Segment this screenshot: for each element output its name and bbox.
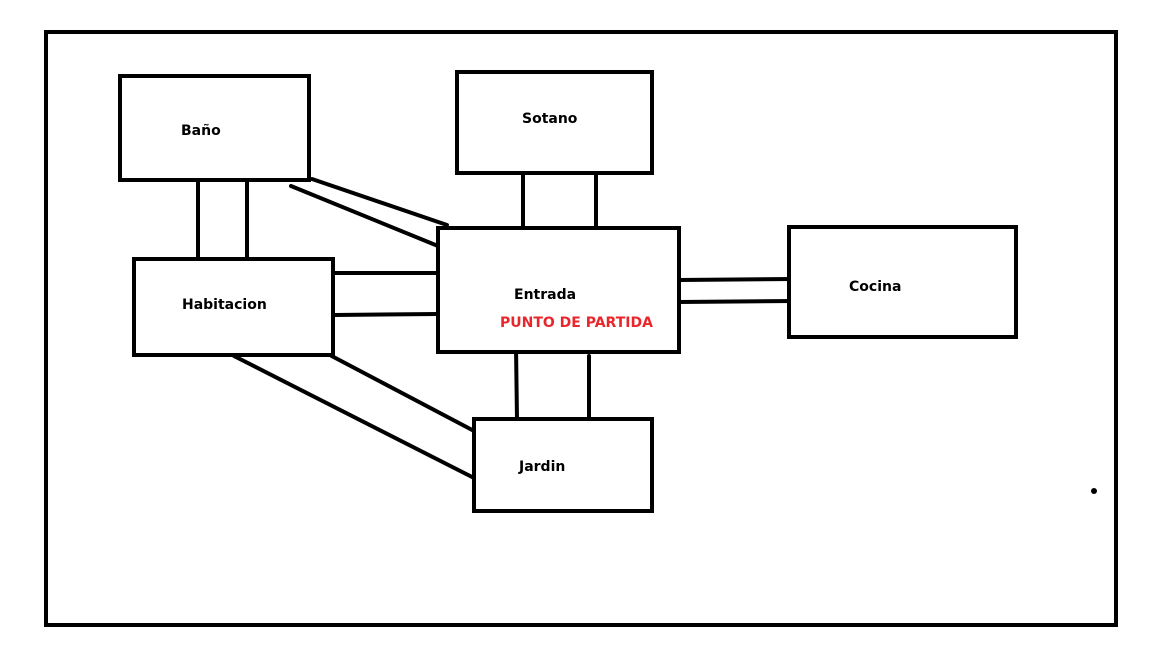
room-cocina: Cocina xyxy=(787,225,1018,339)
room-label-habitacion: Habitacion xyxy=(182,297,267,313)
connection-bano-entrada xyxy=(289,177,449,248)
room-label-cocina: Cocina xyxy=(849,279,901,295)
connection-entrada-cocina xyxy=(677,277,796,304)
room-box xyxy=(118,74,311,182)
room-sotano: Sotano xyxy=(455,70,654,175)
room-entrada: Entrada PUNTO DE PARTIDA xyxy=(436,226,681,354)
start-point-label: PUNTO DE PARTIDA xyxy=(500,315,653,331)
room-label-jardin: Jardin xyxy=(518,459,565,475)
room-habitacion: Habitacion xyxy=(132,257,335,357)
room-label-bano: Baño xyxy=(181,123,221,139)
stray-dot xyxy=(1091,488,1097,494)
room-label-entrada: Entrada xyxy=(514,287,576,303)
room-bano: Baño xyxy=(118,74,311,182)
room-jardin: Jardin xyxy=(472,417,654,513)
room-box xyxy=(132,257,335,357)
connection-habitacion-entrada xyxy=(329,271,445,317)
room-box xyxy=(455,70,654,175)
room-box xyxy=(472,417,654,513)
connection-sotano-entrada xyxy=(521,166,598,230)
room-box xyxy=(436,226,681,354)
room-label-sotano: Sotano xyxy=(522,111,578,127)
room-box xyxy=(787,225,1018,339)
connection-habitacion-jardin xyxy=(232,351,478,481)
connections xyxy=(196,166,796,481)
connection-entrada-jardin xyxy=(514,345,591,422)
connection-bano-habitacion xyxy=(196,179,249,263)
outer-frame xyxy=(44,30,1118,627)
